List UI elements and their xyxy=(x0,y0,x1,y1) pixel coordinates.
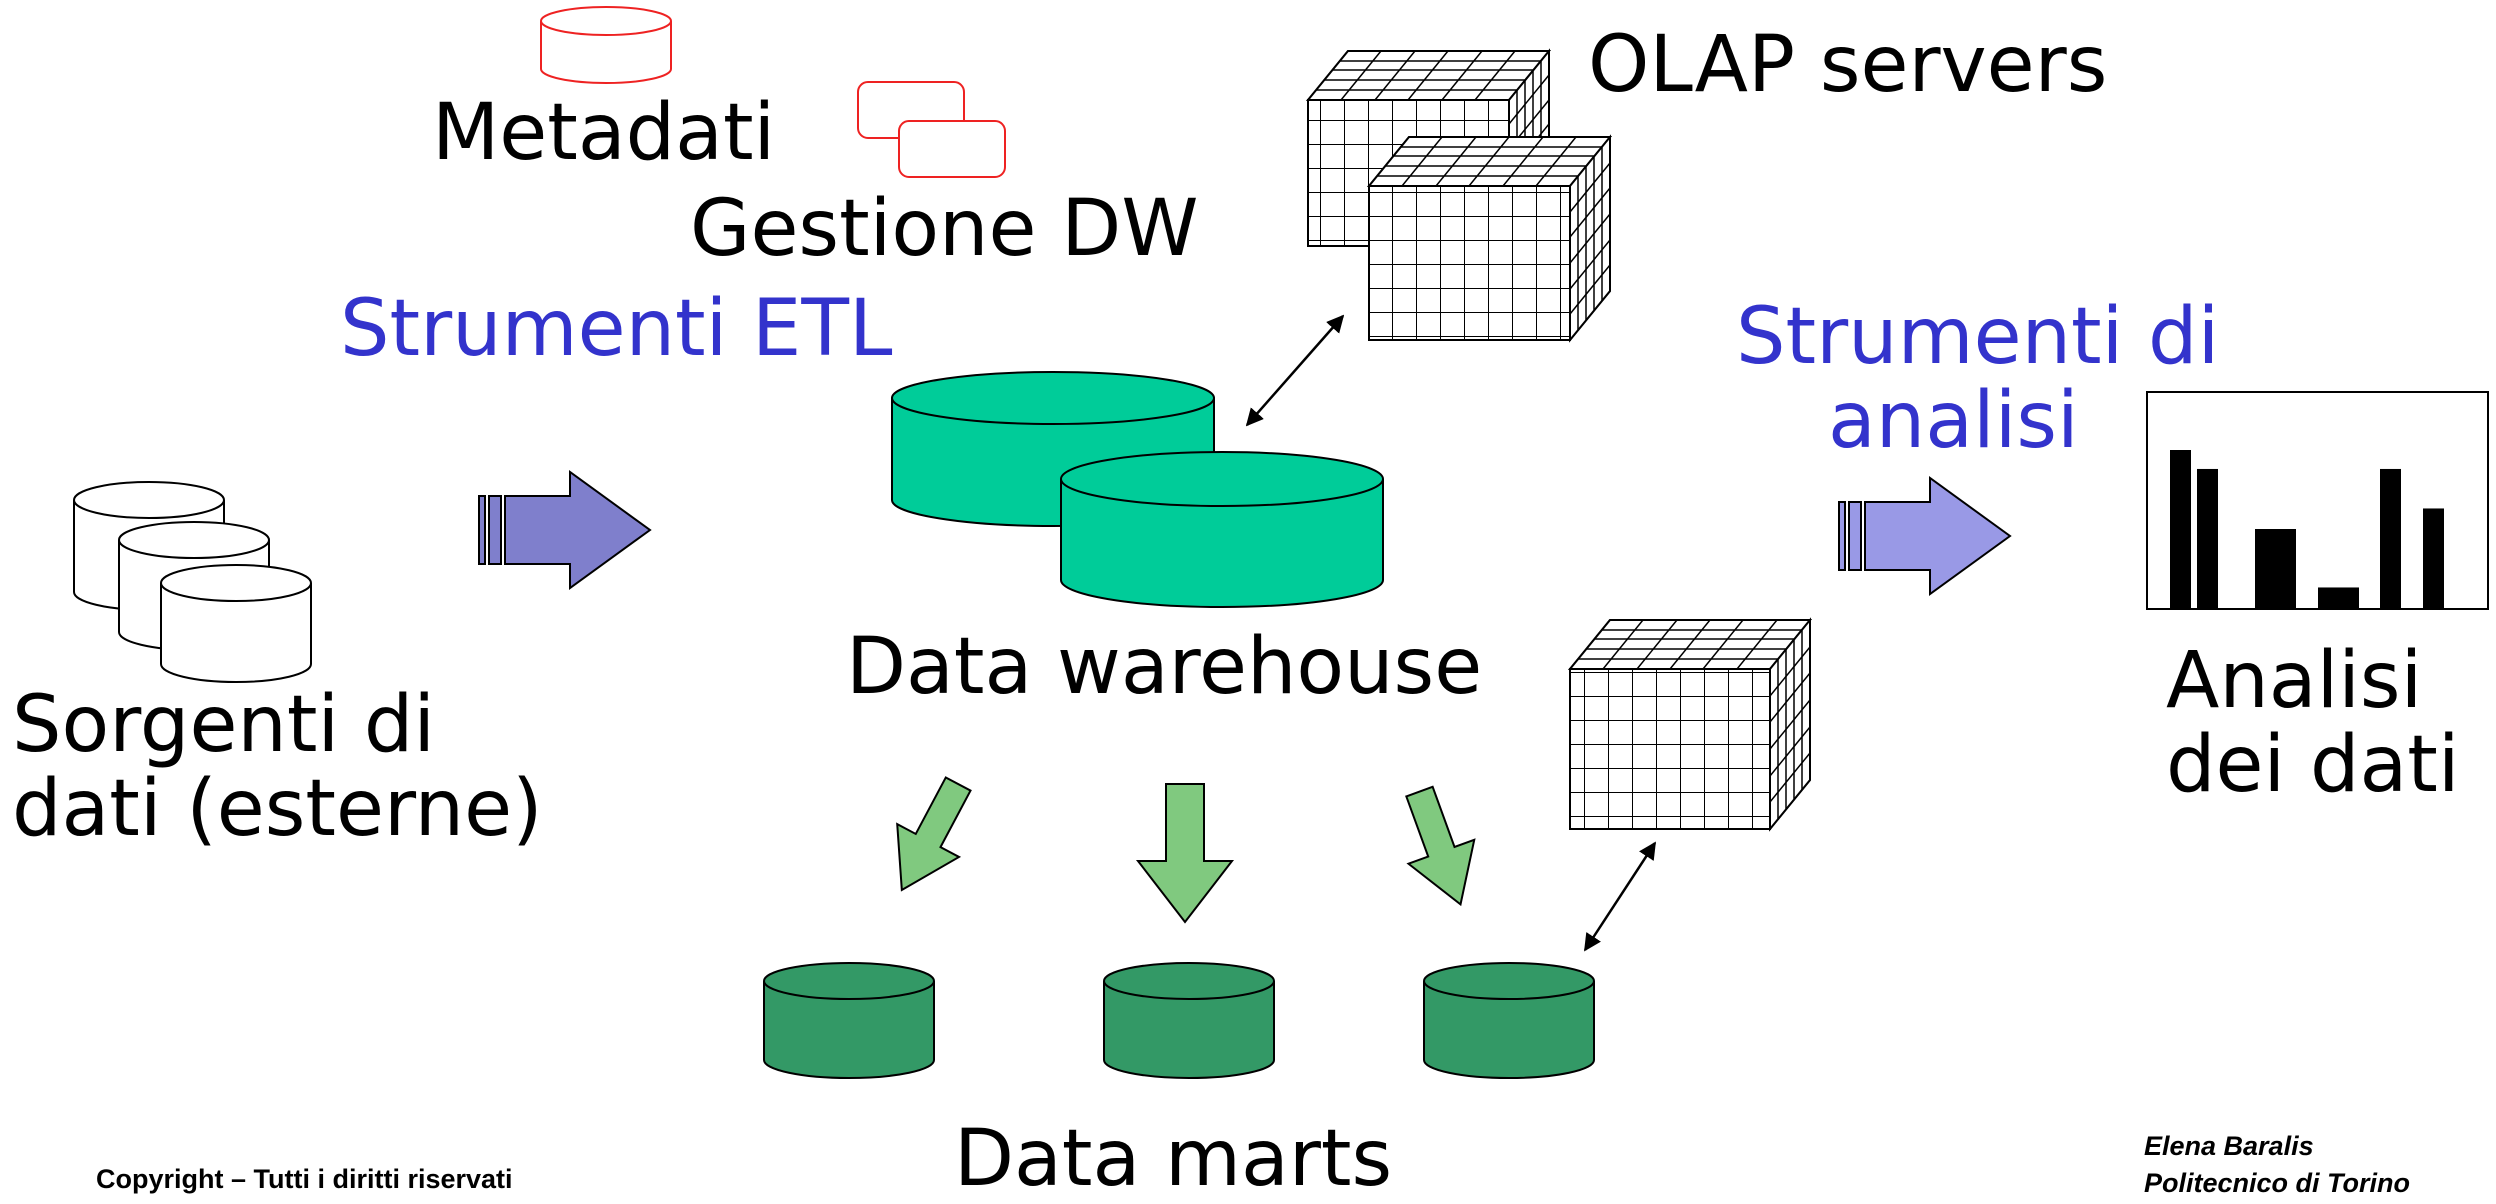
institution-name: Politecnico di Torino xyxy=(2144,1168,2411,1198)
source-databases-icon xyxy=(73,481,312,683)
chart-bar xyxy=(2170,450,2191,608)
data-analysis-label-line1: Analisi xyxy=(2166,636,2423,726)
chart-bar xyxy=(2255,529,2296,608)
analysis-tools-label-line1: Strumenti di xyxy=(1736,292,2220,382)
sources-label-line1: Sorgenti di xyxy=(12,680,436,770)
datamart-olap-connector xyxy=(1583,841,1657,952)
olap-cube-icon xyxy=(1567,617,1813,832)
sources-label-line2: dati (esterne) xyxy=(12,764,543,854)
chart-bar xyxy=(2380,468,2401,608)
data-mart-cylinder-icon xyxy=(1103,962,1275,1079)
olap-cube-icon xyxy=(1366,134,1613,343)
down-arrow-icon xyxy=(1405,785,1476,907)
dw-management-icon xyxy=(857,81,1006,178)
data-analysis-label-line2: dei dati xyxy=(2166,720,2460,810)
analysis-tools-label-line2: analisi xyxy=(1828,376,2079,466)
data-warehouse-icon xyxy=(891,371,1384,608)
analysis-chart-icon xyxy=(2146,391,2489,610)
chart-bar xyxy=(2318,587,2359,608)
data-mart-cylinder-icon xyxy=(763,962,935,1079)
data-warehouse-label: Data warehouse xyxy=(846,622,1483,712)
copyright-footer: Copyright – Tutti i diritti riservati xyxy=(96,1164,513,1194)
analysis-arrow-icon xyxy=(1838,476,2012,596)
author-name: Elena Baralis xyxy=(2144,1131,2314,1161)
metadata-cylinder-icon xyxy=(540,6,672,84)
etl-tools-label: Strumenti ETL xyxy=(340,284,893,374)
dw-management-label: Gestione DW xyxy=(690,184,1199,274)
data-marts-label: Data marts xyxy=(954,1114,1393,1204)
down-arrow-icon xyxy=(896,776,972,892)
down-arrow-icon xyxy=(1135,783,1235,924)
data-mart-cylinder-icon xyxy=(1423,962,1595,1079)
chart-bars xyxy=(2170,450,2444,608)
chart-bar xyxy=(2423,508,2444,608)
warehouse-olap-connector xyxy=(1245,314,1345,427)
metadata-label: Metadati xyxy=(432,88,776,178)
chart-bar xyxy=(2197,468,2218,608)
olap-servers-label: OLAP servers xyxy=(1588,20,2108,110)
etl-arrow-icon xyxy=(478,470,652,590)
